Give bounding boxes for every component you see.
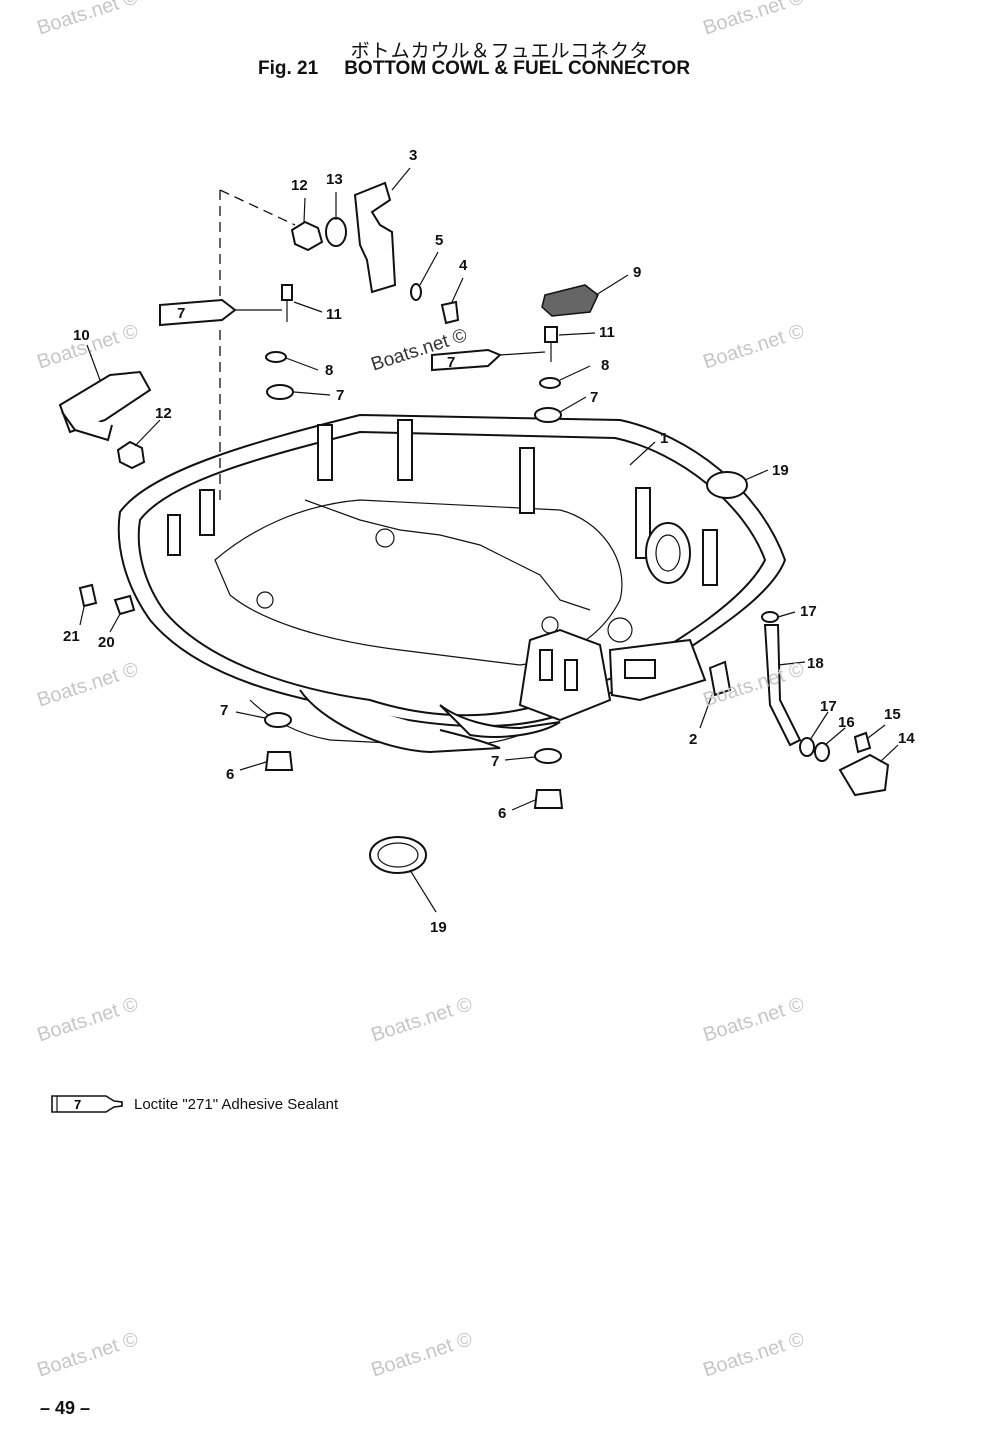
- callout-16: 16: [838, 714, 855, 731]
- legend-text: Loctite "271" Adhesive Sealant: [134, 1095, 339, 1113]
- callout-11-left: 11: [326, 306, 342, 323]
- tube-number-label: 7: [177, 305, 185, 322]
- tube-number-label: 7: [447, 354, 455, 371]
- callout-8-right: 8: [601, 357, 609, 374]
- callout-18: 18: [807, 655, 824, 672]
- callout-17-lower: 17: [820, 698, 837, 715]
- callout-11-right: 11: [599, 324, 615, 341]
- callout-12-upper: 12: [291, 177, 308, 194]
- callout-15: 15: [884, 706, 901, 723]
- callout-5: 5: [435, 232, 443, 249]
- dashed-reference-line: [219, 189, 296, 500]
- callout-6-right: 6: [498, 805, 506, 822]
- callout-12-lower: 12: [155, 405, 172, 422]
- callout-20: 20: [98, 634, 115, 651]
- leader-lines: [79, 167, 899, 913]
- callout-3: 3: [409, 147, 417, 164]
- callout-19-upper: 19: [772, 462, 789, 479]
- callout-8-left: 8: [325, 362, 333, 379]
- callout-17-upper: 17: [800, 603, 817, 620]
- callout-21: 21: [63, 628, 80, 645]
- callout-10: 10: [73, 327, 90, 344]
- callout-13: 13: [326, 171, 343, 188]
- sealant-legend: 7 Loctite "271" Adhesive Sealant: [50, 1093, 338, 1115]
- title-japanese: ボトムカウル＆フュエルコネクタ: [350, 40, 650, 62]
- bracket-part-3: [353, 181, 397, 294]
- figure-number: Fig. 21: [258, 58, 319, 79]
- sealant-tube-icon: 7: [51, 1095, 123, 1113]
- page-number: – 49 –: [40, 1398, 91, 1418]
- callout-9: 9: [633, 264, 641, 281]
- callout-7-upper-right: 7: [590, 389, 598, 406]
- loctite-tube-upper: 7: [159, 298, 282, 327]
- loctite-tube-middle: 7: [431, 348, 546, 372]
- callout-2: 2: [689, 731, 697, 748]
- callout-7-lower-right: 7: [491, 753, 499, 770]
- figure-title: Fig. 21 BOTTOM COWL & FUEL CONNECTOR: [258, 58, 690, 80]
- callout-14: 14: [898, 730, 915, 747]
- legend-tube-number: 7: [74, 1097, 81, 1112]
- figure-title-text: BOTTOM COWL & FUEL CONNECTOR: [344, 58, 691, 79]
- callout-4: 4: [459, 257, 468, 274]
- bottom-cowl-drawing: [117, 413, 787, 754]
- callout-labels: 3 12 13 5 4 9 11 11 8 8 7 7 10 12 1 19 1…: [63, 147, 915, 936]
- callout-1: 1: [660, 430, 668, 447]
- callout-19-lower: 19: [430, 919, 447, 936]
- callout-7-upper-left: 7: [336, 387, 344, 404]
- callout-7-lower-left: 7: [220, 702, 228, 719]
- callout-6-left: 6: [226, 766, 234, 783]
